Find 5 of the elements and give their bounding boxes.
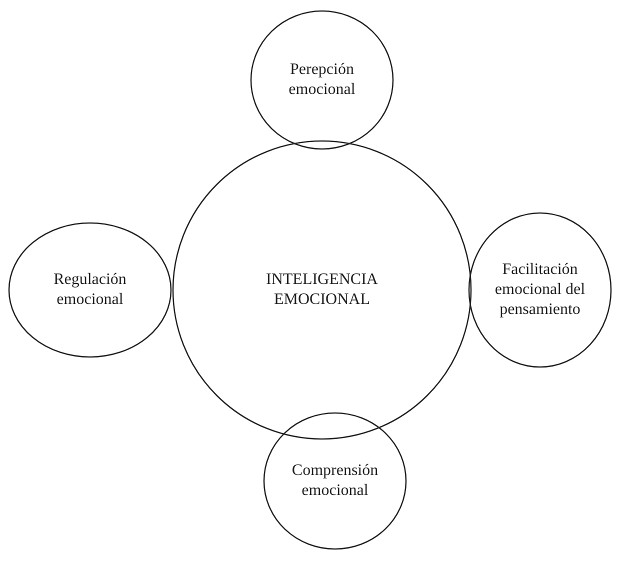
node-label: Perepción emocional (288, 60, 356, 100)
node-label: Comprensión emocional (290, 461, 380, 501)
node-label: INTELIGENCIA EMOCIONAL (265, 270, 379, 310)
node-label: Facilitación emocional del pensamiento (494, 260, 586, 320)
node-label: Regulación emocional (52, 270, 128, 310)
